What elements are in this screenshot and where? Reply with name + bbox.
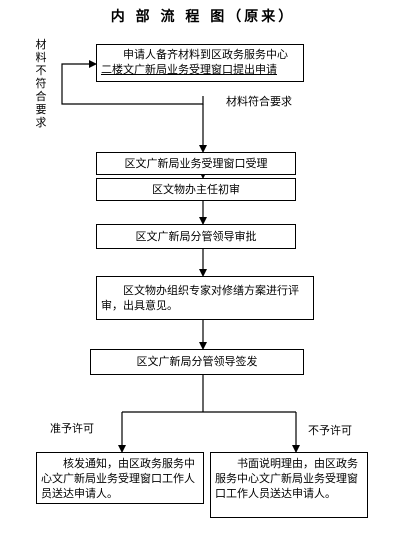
result-reject-text: 书面说明理由，由区政务服务中心文广新局业务受理窗口工作人员送达申请人。 — [215, 457, 358, 500]
step-leader-approve-text: 区文广新局分管领导审批 — [135, 230, 257, 243]
step-expert-review-text: 区文物办组织专家对修缮方案进行评审，出具意见。 — [101, 284, 299, 312]
step-leader-sign-text: 区文广新局分管领导签发 — [136, 355, 258, 368]
step-leader-approve: 区文广新局分管领导审批 — [96, 224, 296, 249]
label-not-compliant: 材料不符合要求 — [35, 38, 47, 129]
step-expert-review: 区文物办组织专家对修缮方案进行评审，出具意见。 — [96, 276, 314, 320]
step-apply-line1: 申请人备齐材料到区政务服务中心 — [123, 48, 288, 61]
label-no-permit: 不予许可 — [308, 424, 352, 437]
step-accept-text: 区文广新局业务受理窗口受理 — [124, 157, 268, 170]
result-approve: 核发通知，由区政务服务中心文广新局业务受理窗口工作人员送达申请人。 — [36, 452, 204, 504]
result-approve-text: 核发通知，由区政务服务中心文广新局业务受理窗口工作人员送达申请人。 — [41, 457, 195, 500]
step-review: 区文物办主任初审 — [96, 178, 296, 201]
page-title: 内 部 流 程 图（原来） — [110, 9, 296, 25]
loop-back-arrow — [61, 60, 204, 105]
step-review-text: 区文物办主任初审 — [152, 183, 240, 196]
step-apply: 申请人备齐材料到区政务服务中心 二楼文广新局业务受理窗口提出申请 — [96, 44, 304, 82]
step-apply-line2: 二楼文广新局业务受理窗口提出申请 — [101, 63, 277, 76]
label-permit: 准予许可 — [50, 422, 94, 435]
step-leader-sign: 区文广新局分管领导签发 — [90, 349, 304, 375]
step-accept: 区文广新局业务受理窗口受理 — [96, 152, 296, 175]
label-compliant: 材料符合要求 — [226, 95, 292, 108]
result-reject: 书面说明理由，由区政务服务中心文广新局业务受理窗口工作人员送达申请人。 — [210, 452, 368, 518]
